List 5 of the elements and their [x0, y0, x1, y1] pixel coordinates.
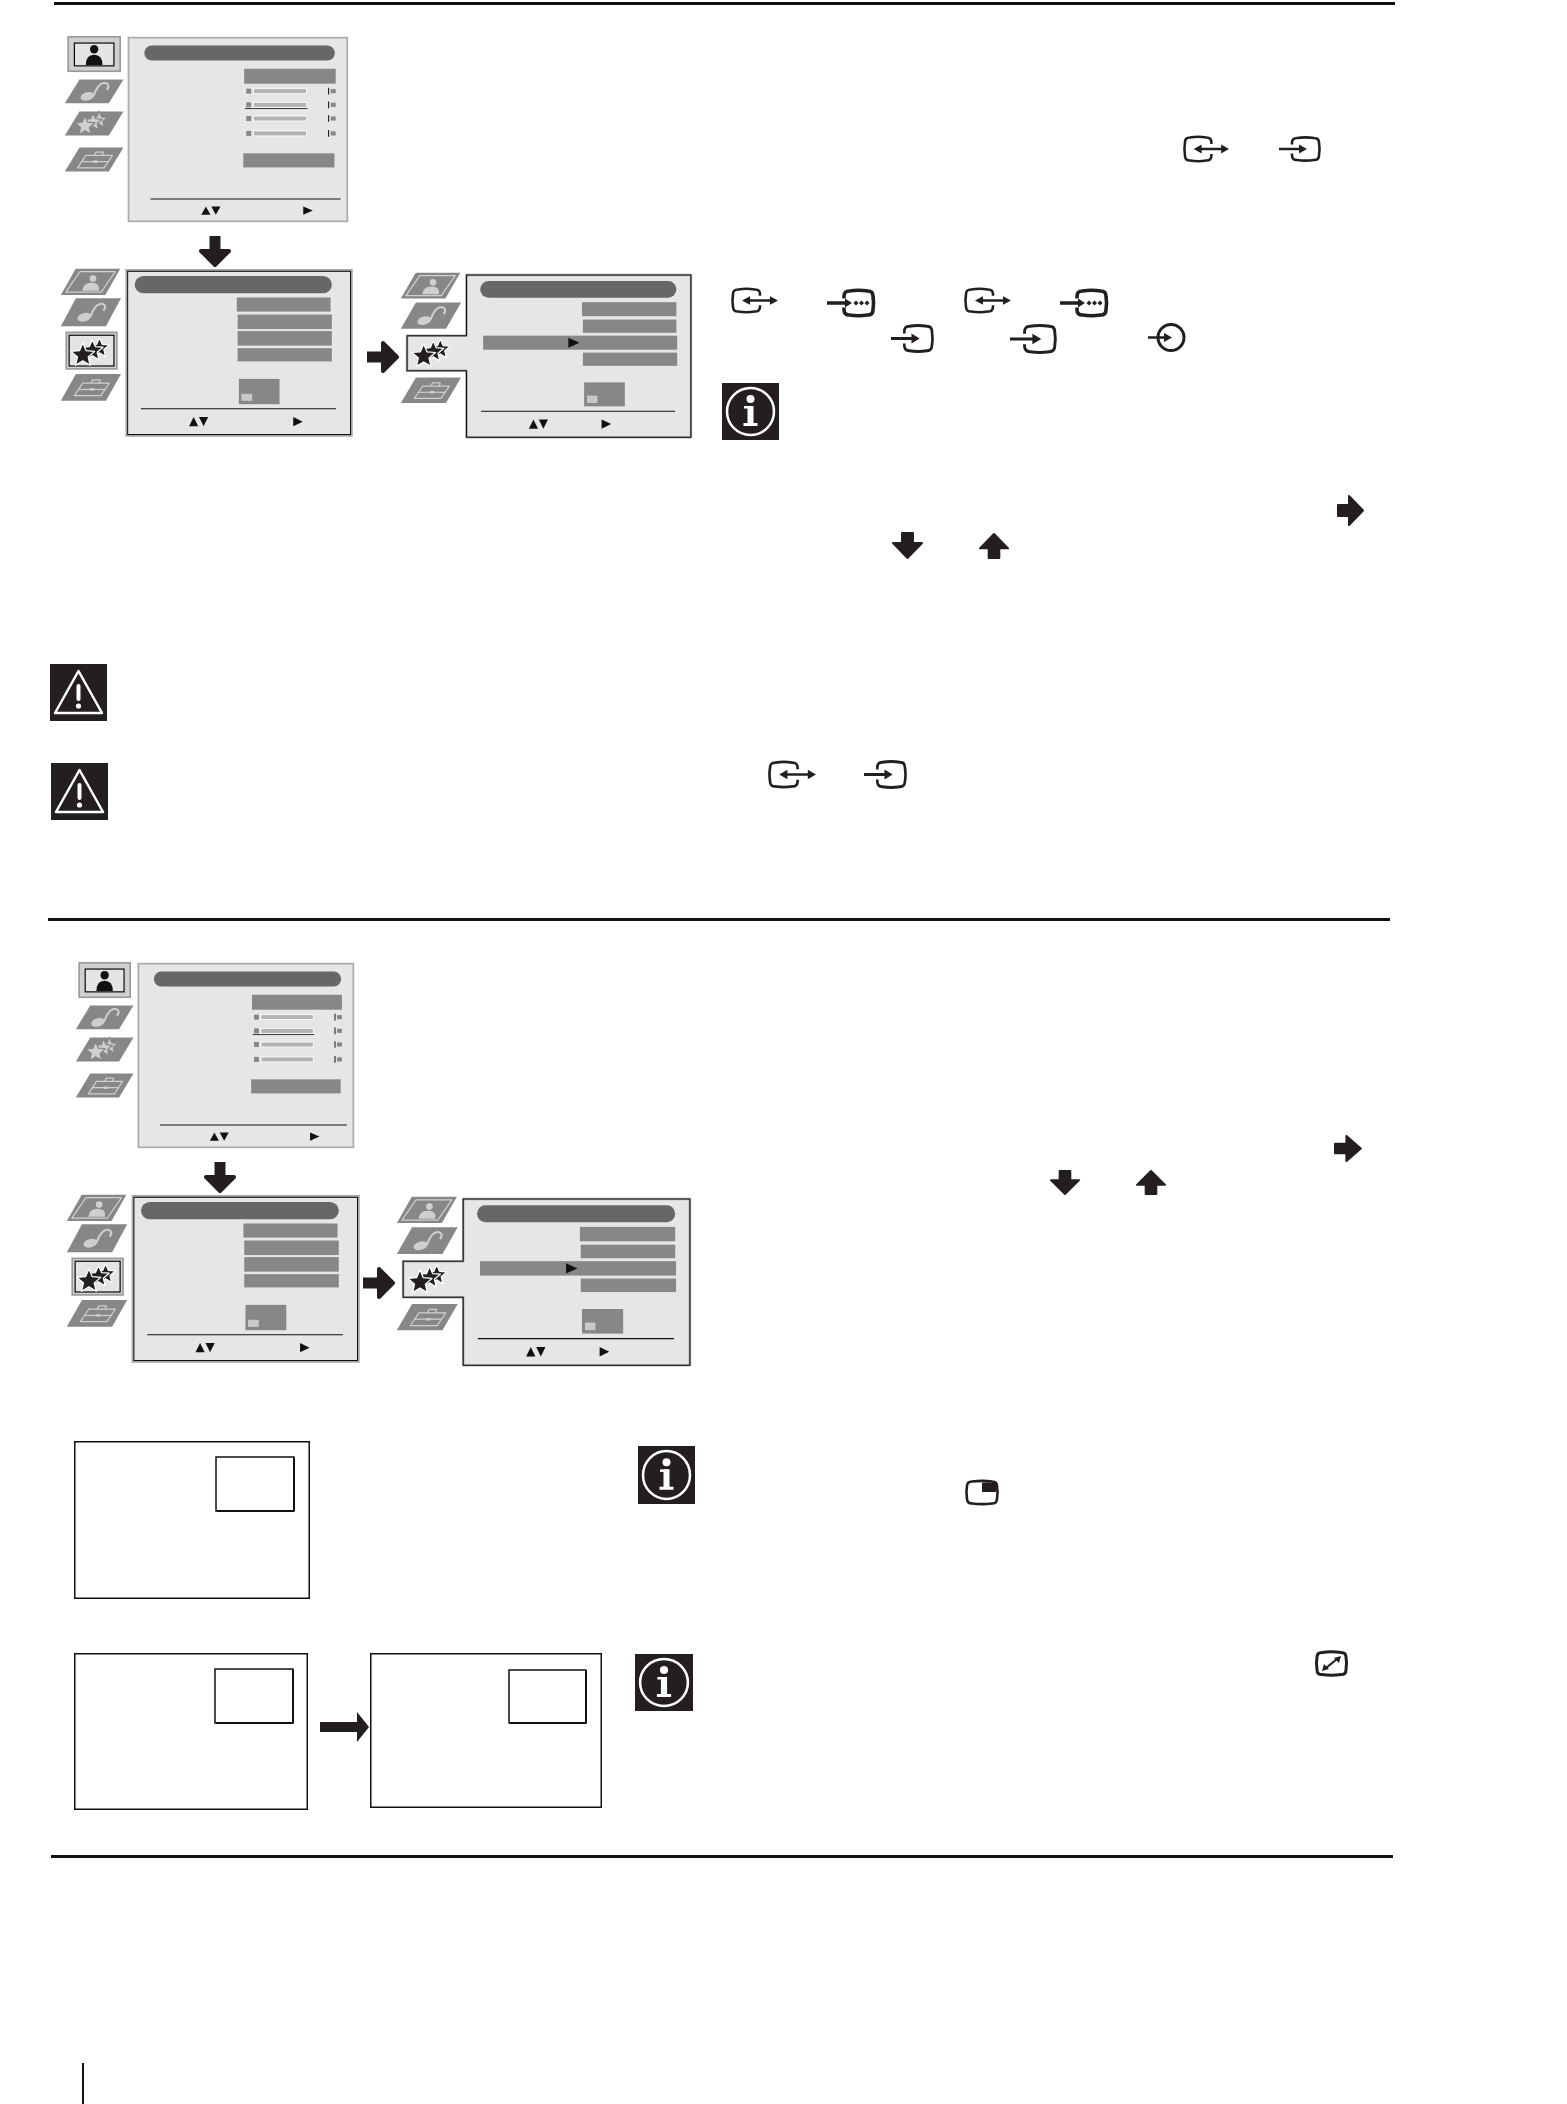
tv-screen — [74, 1653, 308, 1810]
menu-screen — [396, 1196, 692, 1367]
tv-screen — [370, 1653, 602, 1808]
tv-screen — [74, 1441, 310, 1599]
arrow — [360, 1267, 396, 1299]
